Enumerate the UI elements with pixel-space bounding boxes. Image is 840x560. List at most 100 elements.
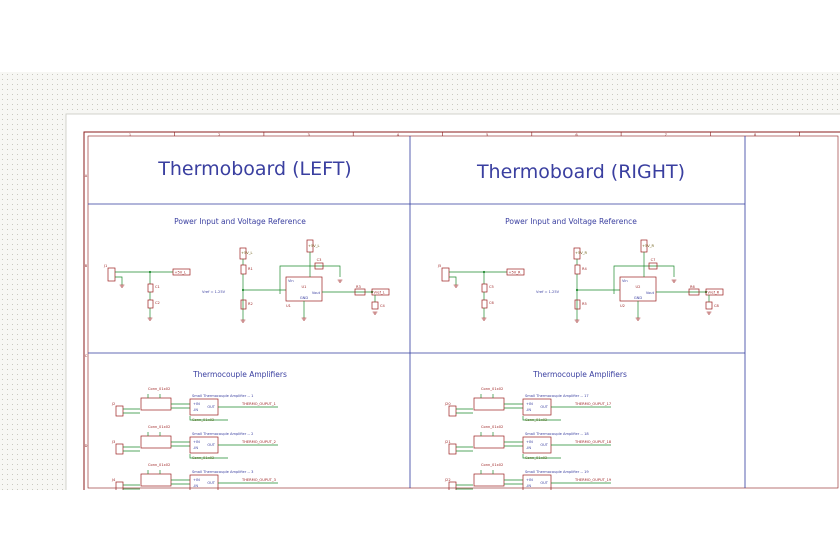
part-ref: J21 — [444, 440, 451, 444]
pin-label: Vin — [622, 279, 628, 283]
part-ref: C2 — [155, 301, 160, 305]
part-ref: R5 — [582, 302, 587, 306]
wire — [189, 416, 228, 421]
part-ref: J2 — [111, 402, 115, 406]
net-label: THERMO_OUPUT_2 — [241, 440, 276, 444]
net-label: THERMO_OUPUT_1 — [241, 402, 276, 406]
component-outline — [574, 264, 581, 275]
net-label: +5V_R — [642, 244, 655, 248]
column-marker: 1 — [129, 133, 131, 137]
amp-header: Small Thermocouple Amplifier -- 1 — [192, 394, 253, 398]
ground-symbol — [240, 319, 246, 323]
column-marker: 5 — [486, 133, 488, 137]
ground-symbol — [301, 317, 307, 321]
section-title-amplifiers: Thermocouple Amplifiers — [532, 370, 627, 379]
part-ref: U1 — [286, 304, 291, 308]
column-marker: 3 — [307, 133, 309, 137]
component-outline — [115, 405, 124, 417]
amp-header: Small Thermocouple Amplifier -- 3 — [192, 470, 253, 474]
ground-symbol — [147, 317, 153, 321]
pin-label: Vin — [288, 279, 294, 283]
pin-label: OUT — [207, 405, 215, 409]
part-ref: J1 — [103, 264, 107, 268]
net-label: THERMO_OUPUT_18 — [574, 440, 612, 444]
part-ref: C8 — [714, 304, 720, 308]
junction-dot — [148, 270, 152, 274]
section-title-power: Power Input and Voltage Reference — [505, 217, 637, 226]
pin-label: GND — [300, 296, 308, 300]
component-outline — [354, 288, 366, 296]
section-title-amplifiers: Thermocouple Amplifiers — [192, 370, 287, 379]
component-outline — [688, 288, 700, 296]
junction-dot — [482, 270, 486, 274]
section-title-power: Power Input and Voltage Reference — [174, 217, 306, 226]
column-marker: 7 — [665, 133, 667, 137]
column-marker: 2 — [218, 133, 220, 137]
part-ref: R4 — [582, 267, 587, 271]
component-outline — [115, 443, 124, 455]
row-marker: D — [85, 444, 88, 448]
ground-symbol — [574, 319, 580, 323]
pin-label: GND — [634, 296, 642, 300]
panel-title: Thermoboard (RIGHT) — [476, 161, 685, 183]
ground-symbol — [481, 317, 487, 321]
sheet-frame-inner — [87, 135, 839, 489]
ground-symbol — [453, 284, 459, 288]
pin-label: -IN — [526, 484, 531, 488]
pin-label: +IN — [526, 402, 533, 406]
component-outline — [448, 405, 457, 417]
row-marker: A — [85, 174, 88, 178]
component-outline — [705, 288, 724, 296]
wire — [522, 454, 561, 459]
wire — [279, 265, 341, 294]
part-ref: J4 — [111, 478, 116, 482]
pin-label: OUT — [207, 481, 215, 485]
pin-label: OUT — [207, 443, 215, 447]
component-outline — [115, 481, 124, 490]
panel-left: Thermoboard (LEFT) Power Input and Volta… — [103, 158, 390, 490]
panel-right: Thermoboard (RIGHT) Power Input and Volt… — [437, 161, 724, 490]
column-marker: 8 — [754, 133, 757, 137]
component-outline — [441, 267, 450, 282]
pin-label: +IN — [526, 478, 533, 482]
net-label: Vref_L — [374, 290, 385, 294]
wire — [613, 265, 675, 294]
pin-label: Vout — [312, 291, 321, 295]
part-ref: J3 — [111, 440, 115, 444]
part-ref: J20 — [444, 402, 451, 406]
part-name: Conn_01x02 — [481, 387, 503, 391]
net-label: Vref_R — [708, 290, 720, 294]
part-ref: C7 — [651, 258, 656, 262]
part-name: Conn_01x02 — [148, 425, 170, 429]
pin-label: +IN — [193, 440, 200, 444]
component-outline — [371, 301, 379, 310]
component-outline — [448, 443, 457, 455]
component-outline — [147, 299, 154, 309]
part-ref: R1 — [248, 267, 253, 271]
pin-label: OUT — [540, 405, 548, 409]
net-label: +5V_R — [575, 251, 588, 255]
pin-label: -IN — [526, 408, 531, 412]
pin-label: -IN — [526, 446, 531, 450]
component-outline — [481, 299, 488, 309]
ground-symbol — [119, 284, 125, 288]
component-outline — [314, 262, 324, 270]
component-outline — [147, 283, 154, 293]
part-ref: C6 — [489, 301, 495, 305]
part-ref: R3 — [356, 285, 361, 289]
component-outline — [448, 481, 457, 490]
part-ref: J5 — [437, 264, 441, 268]
part-ref: U1 — [302, 285, 307, 289]
